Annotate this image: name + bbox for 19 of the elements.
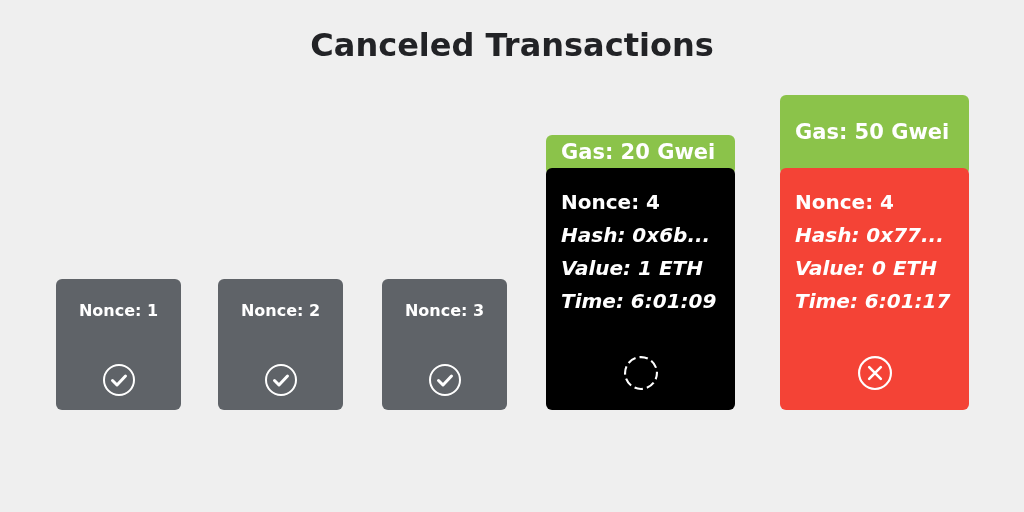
nonce-label: Nonce: 2 (239, 301, 322, 320)
transaction-detail: Value: 1 ETH (561, 255, 704, 282)
transaction-detail: Time: 6:01:17 (795, 288, 952, 315)
nonce-label: Nonce: 4 (795, 189, 895, 216)
transaction-card (780, 168, 969, 410)
nonce-label: Nonce: 3 (403, 301, 486, 320)
transaction-card (546, 168, 735, 410)
transaction-card (218, 279, 343, 410)
transaction-detail: Hash: 0x6b... (561, 222, 712, 249)
nonce-label: Nonce: 4 (561, 189, 661, 216)
nonce-label: Nonce: 1 (77, 301, 160, 320)
transaction-detail: Hash: 0x77... (795, 222, 945, 249)
transaction-card (382, 279, 507, 410)
transaction-card (56, 279, 181, 410)
transaction-detail: Value: 0 ETH (795, 255, 938, 282)
transaction-detail: Time: 6:01:09 (561, 288, 718, 315)
gas-price-label: Gas: 50 Gwei (795, 119, 950, 144)
gas-price-label: Gas: 20 Gwei (561, 139, 716, 164)
title: Canceled Transactions (310, 26, 714, 64)
